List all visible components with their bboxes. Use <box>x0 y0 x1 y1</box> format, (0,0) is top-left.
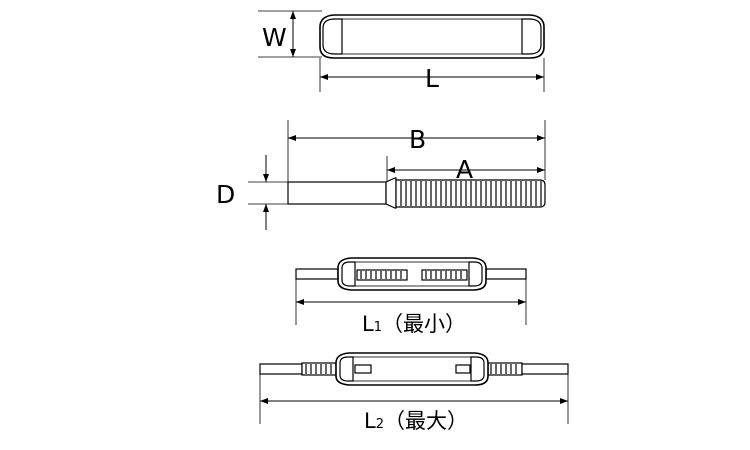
label-l: L <box>425 64 439 93</box>
label-d: D <box>216 180 235 209</box>
dimension-d <box>248 155 288 230</box>
dimension-w <box>258 10 322 58</box>
label-w: W <box>262 23 287 52</box>
label-l1: L1（最小） <box>362 312 466 336</box>
dimension-l2 <box>259 374 569 424</box>
body-top-view <box>319 14 545 59</box>
assembly-min-view <box>295 257 527 291</box>
label-a: A <box>456 155 473 184</box>
label-l2: L2（最大） <box>364 409 468 433</box>
label-b: B <box>409 125 426 154</box>
dimension-a <box>386 156 545 182</box>
assembly-max-view <box>259 352 569 386</box>
threaded-rod-view <box>287 177 546 209</box>
dimension-l1 <box>295 279 527 325</box>
dimension-l <box>319 58 545 92</box>
